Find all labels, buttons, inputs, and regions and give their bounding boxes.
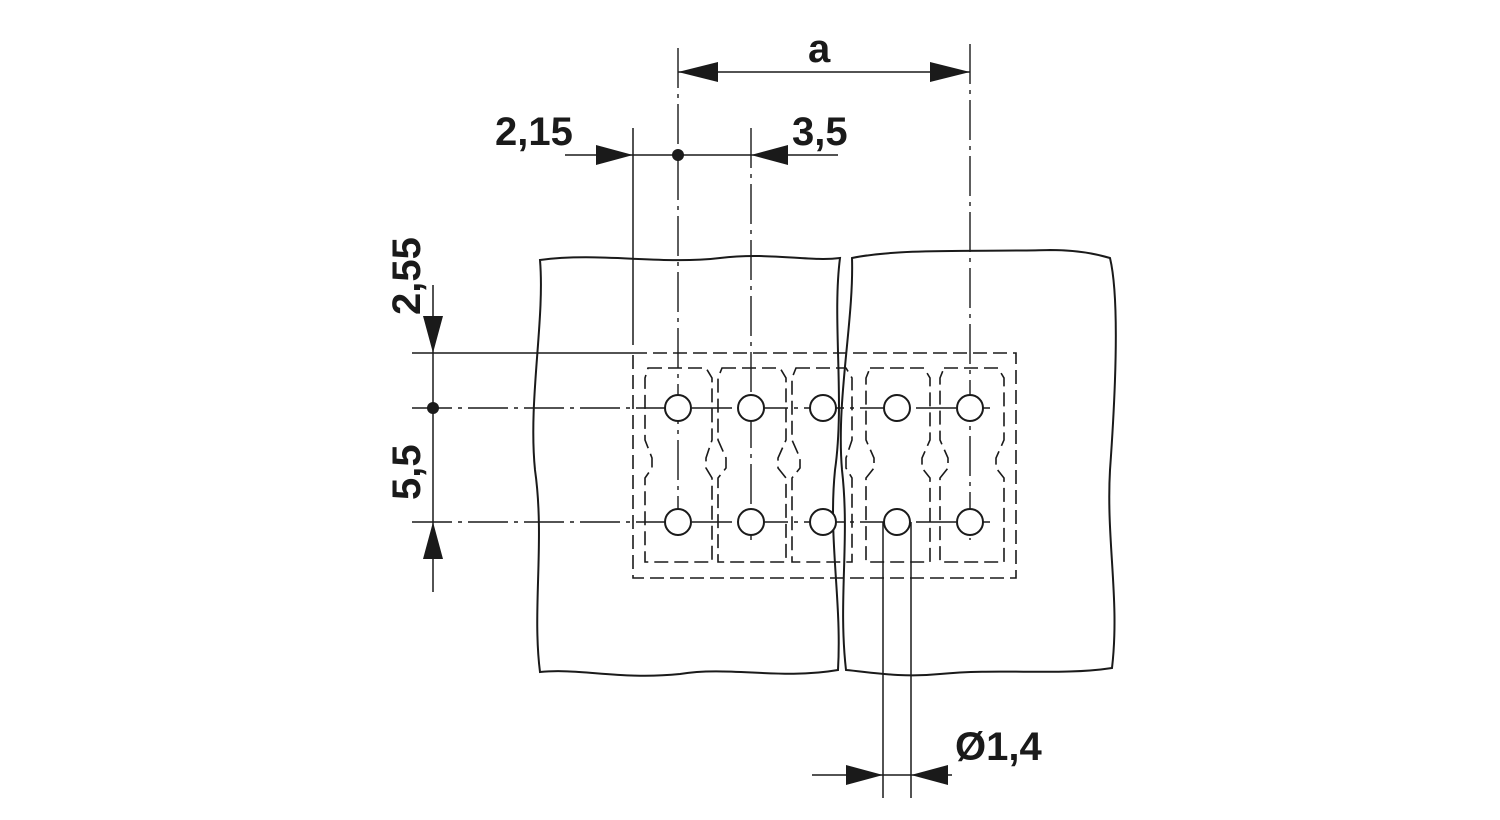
label-3-5: 3,5 (792, 110, 848, 154)
dimension-origin-dot-vertical (427, 402, 439, 414)
dimension-diameter: Ø1,4 (812, 522, 1042, 798)
hole (737, 394, 765, 422)
hole (883, 508, 911, 536)
label-2-15: 2,15 (495, 110, 573, 154)
board-outline-left (532, 255, 842, 677)
hole (956, 508, 984, 536)
label-5-5: 5,5 (385, 444, 429, 500)
dimension-vertical: 2,55 5,5 (385, 237, 443, 592)
connector-footprint (632, 352, 1017, 579)
label-2-55: 2,55 (385, 237, 429, 315)
dimension-2-15-3-5: 2,15 3,5 (495, 110, 848, 165)
hole (737, 508, 765, 536)
hole (664, 508, 692, 536)
label-a: a (808, 27, 831, 71)
label-diameter: Ø1,4 (955, 725, 1042, 769)
hole (809, 394, 837, 422)
pin-housings (644, 367, 1005, 563)
holes (664, 394, 984, 536)
hole (883, 394, 911, 422)
dimension-origin-dot (672, 149, 684, 161)
hole (664, 394, 692, 422)
hole (956, 394, 984, 422)
hole (809, 508, 837, 536)
board-outline-right (839, 248, 1117, 677)
dimension-a: a (678, 27, 970, 82)
